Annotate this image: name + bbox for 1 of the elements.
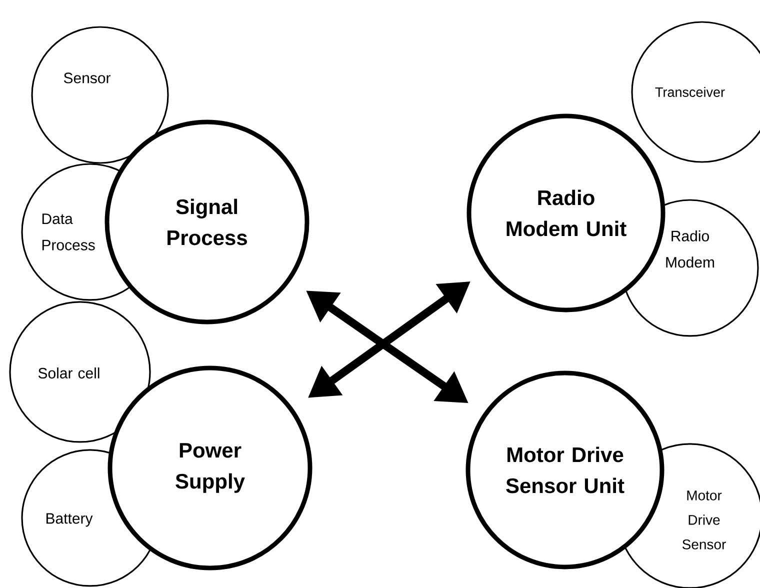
node-label: Power Supply xyxy=(176,443,245,493)
